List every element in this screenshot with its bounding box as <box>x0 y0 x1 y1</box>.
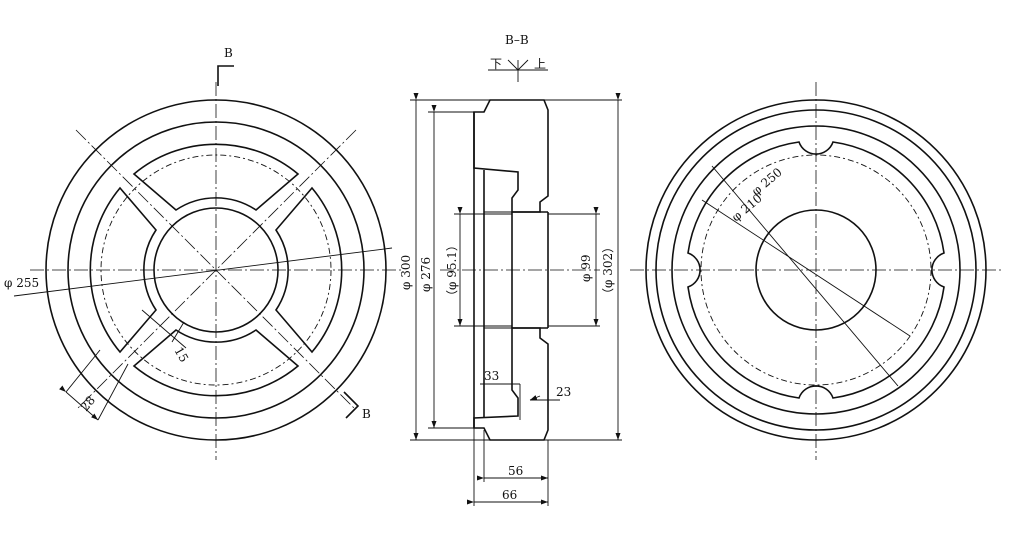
dim-15: 15 <box>171 345 191 365</box>
section-view: B–B 下 上 <box>399 33 622 506</box>
dim-56: 56 <box>508 464 523 478</box>
section-title: B–B <box>505 33 529 47</box>
left-view: φ 255 15 28 B B <box>4 46 402 460</box>
dim-phi255: φ 255 <box>4 276 39 290</box>
dim-phi99: φ 99 <box>579 255 593 283</box>
direction-indicator: 下 上 <box>488 57 548 82</box>
dim-28: 28 <box>78 393 99 414</box>
dim-phi276: φ 276 <box>419 257 433 292</box>
dim-line-phi210 <box>701 199 911 337</box>
dim-phi302: （φ 302） <box>601 241 615 300</box>
groove-with-notches <box>687 141 945 399</box>
section-mark-top-label: B <box>224 46 233 60</box>
dim-phi95-1: （φ 95.1） <box>445 239 459 302</box>
dim-line-phi250 <box>711 165 899 387</box>
section-mark-bottom <box>343 391 360 419</box>
dim-66: 66 <box>502 488 517 502</box>
dim-33: 33 <box>484 369 499 383</box>
dim-phi300: φ 300 <box>399 255 413 290</box>
dim-23: 23 <box>556 385 571 399</box>
section-hatch-lower <box>473 327 549 441</box>
dir-down-label: 下 <box>490 57 502 71</box>
dim-line-phi255 <box>13 247 393 297</box>
section-mark-top <box>217 65 234 86</box>
section-hatch-upper <box>473 99 549 213</box>
dir-up-label: 上 <box>534 57 546 71</box>
right-view: φ 250 φ 210 <box>630 82 1004 460</box>
dim-phi210: φ 210 <box>729 191 765 224</box>
section-mark-bottom-label: B <box>362 407 371 421</box>
window-slots <box>89 143 343 397</box>
